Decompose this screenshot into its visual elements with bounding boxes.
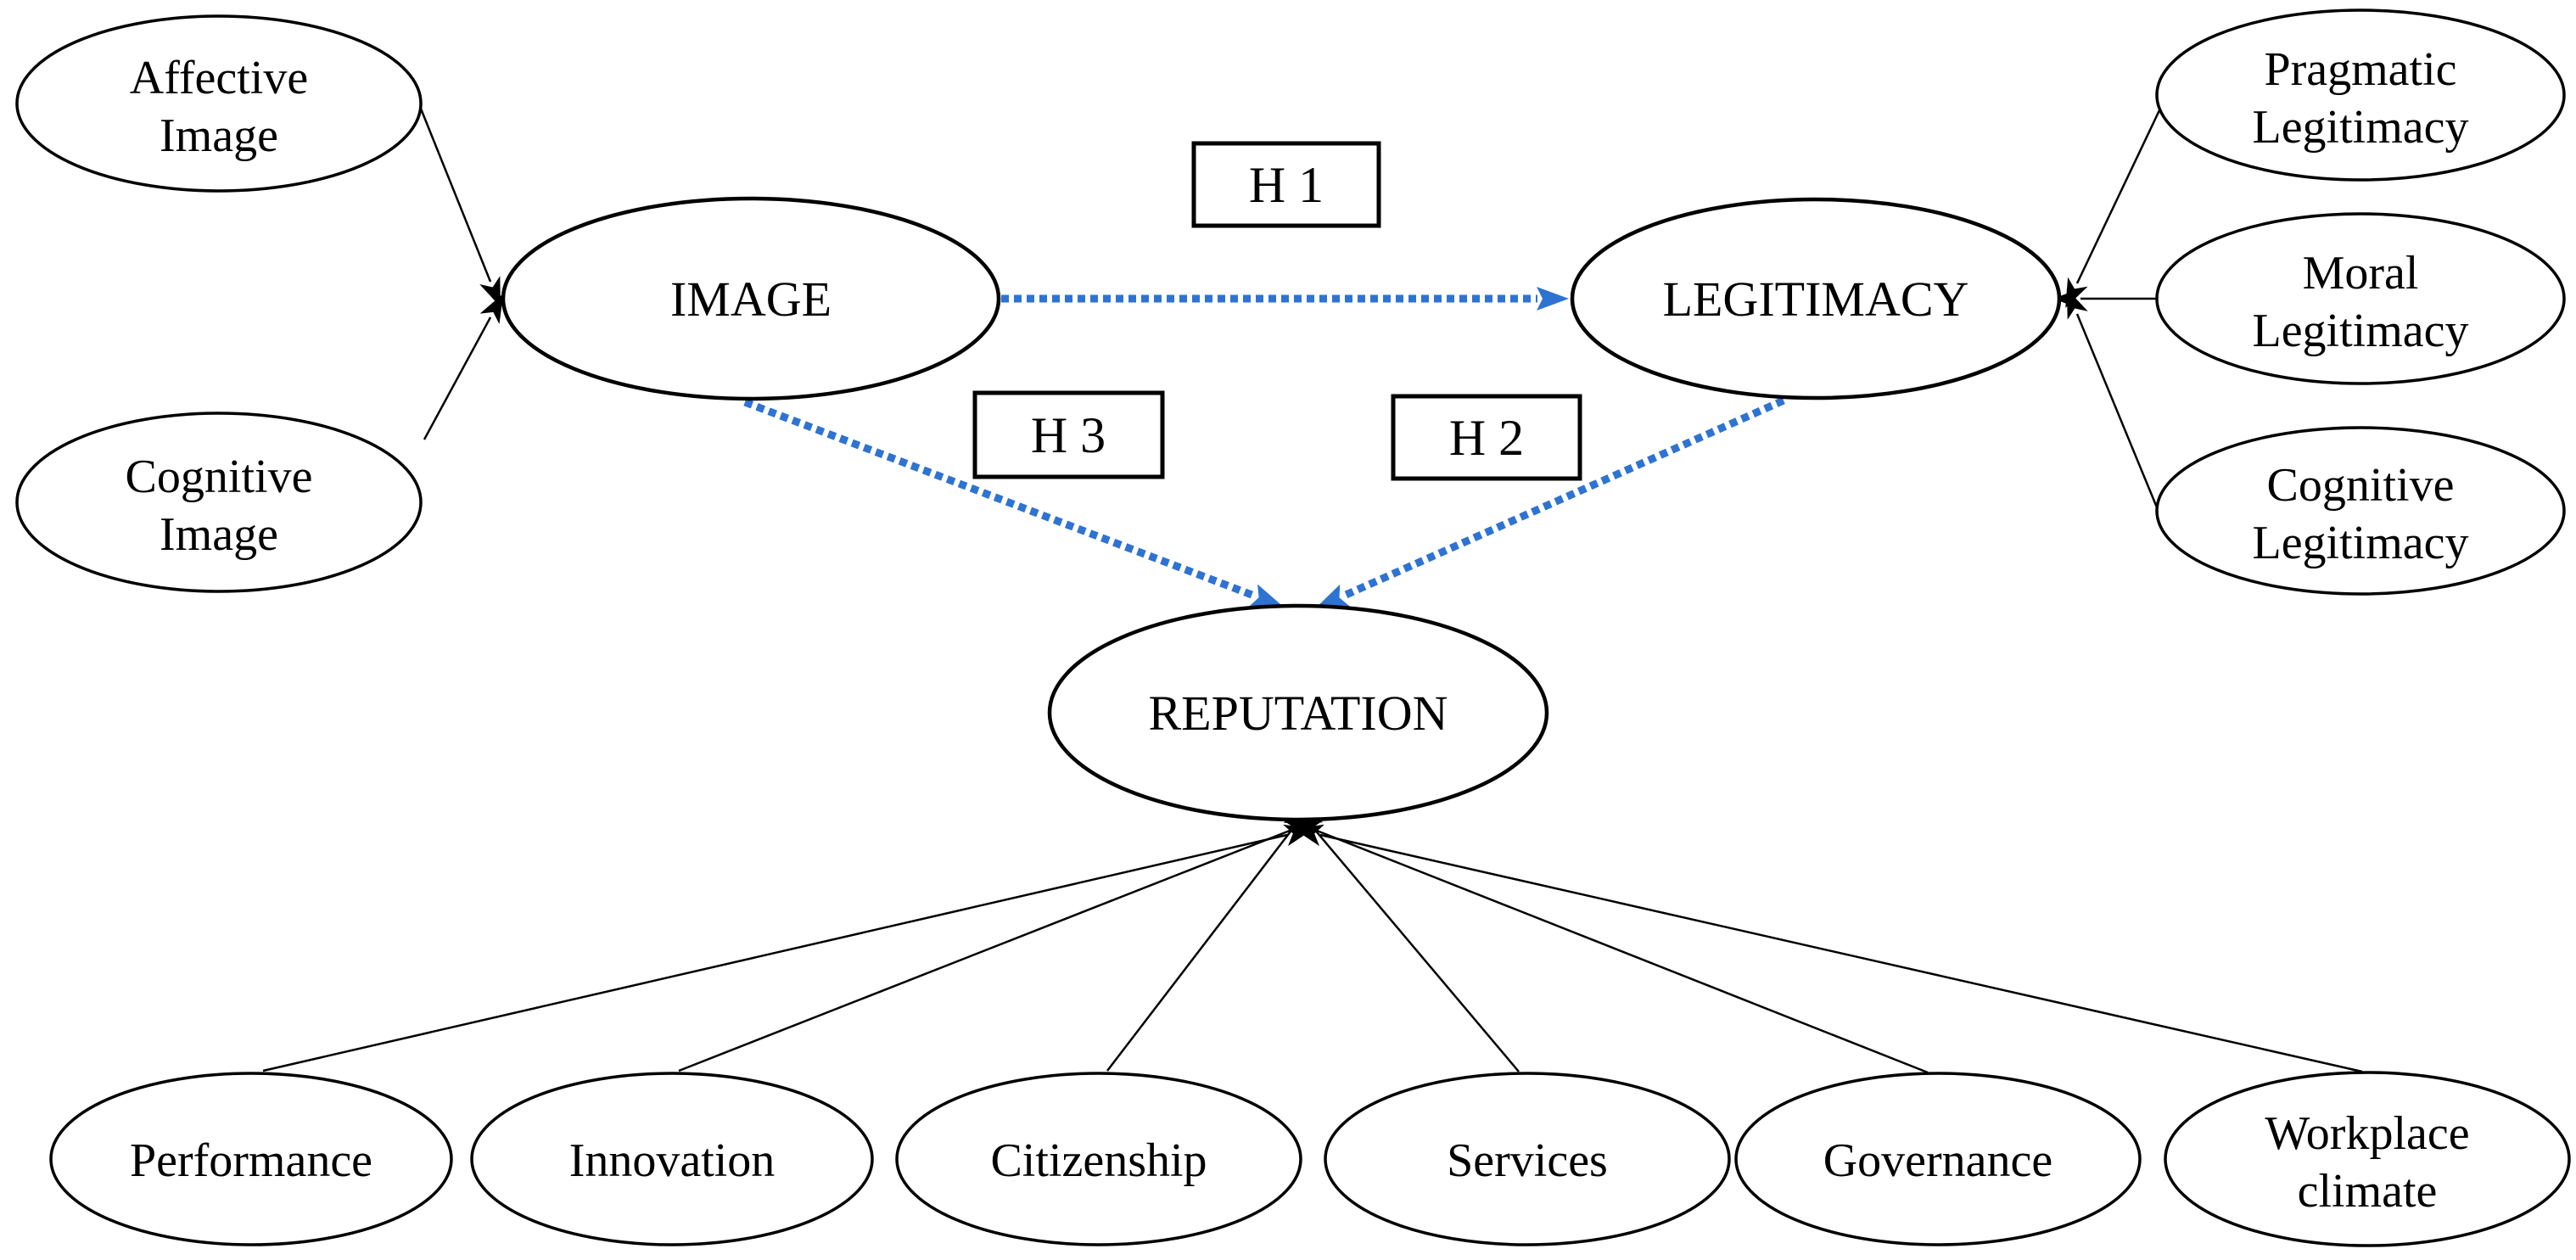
services-label: Services [1447,1134,1608,1187]
node-performance [49,1072,453,1246]
pragmatic-legitimacy-label-line1: Pragmatic [2264,43,2456,96]
edge-performance-to-reputation [262,824,1314,1072]
h2-label: H 2 [1449,410,1524,466]
edge-innovation-to-reputation [678,820,1315,1072]
moral-legitimacy-label-line1: Moral [2303,247,2419,300]
node-legitimacy [1570,197,2062,400]
edge-pragmatic-to-legitimacy [2065,109,2161,308]
workplace-climate-label-line2: climate [2298,1165,2438,1218]
edge-cognitive-legitimacy-to-legitimacy [2066,288,2159,508]
node-services [1324,1072,1731,1246]
h3-box [972,390,1165,479]
performance-label: Performance [130,1134,372,1187]
node-workplace-climate [2164,1071,2571,1247]
moral-legitimacy-label-line2: Legitimacy [2252,305,2468,357]
node-moral-legitimacy [2155,212,2566,385]
h2-arrow-legitimacy-to-reputation [1315,396,1785,609]
edge-affective-image-to-image [419,108,501,307]
workplace-climate-label-line1: Workplace [2265,1107,2469,1160]
cognitive-image-label-line2: Image [160,508,278,561]
node-citizenship [895,1072,1302,1246]
reputation-label: REPUTATION [1148,686,1448,741]
cognitive-legitimacy-label-line2: Legitimacy [2252,517,2468,569]
affective-image-label-line1: Affective [130,52,308,104]
cognitive-image-label-line1: Cognitive [126,451,313,503]
edge-governance-to-reputation [1291,820,1929,1074]
pragmatic-legitimacy-label-line2: Legitimacy [2252,101,2468,154]
hypothesis-arrow-layer [743,287,1785,609]
affective-image-label-line2: Image [160,109,278,162]
h1-label: H 1 [1249,157,1324,213]
node-innovation [470,1072,874,1246]
node-reputation [1047,603,1549,822]
node-pragmatic-legitimacy [2155,8,2566,182]
h2-box [1391,394,1582,481]
governance-label: Governance [1823,1134,2053,1187]
node-cognitive-image [15,412,423,593]
node-affective-image [15,14,423,193]
legitimacy-label: LEGITIMACY [1663,272,1969,327]
black-connector-layer [262,108,2363,1074]
node-layer [15,8,2571,1247]
citizenship-label: Citizenship [990,1134,1207,1187]
edge-citizenship-to-reputation [1106,806,1310,1072]
edge-workplace-climate-to-reputation [1293,824,2363,1073]
cognitive-legitimacy-label-line1: Cognitive [2267,459,2455,512]
node-cognitive-legitimacy [2155,426,2566,596]
node-governance [1734,1072,2142,1246]
h3-label: H 3 [1031,407,1106,463]
hypothesis-box-layer [972,141,1582,481]
edge-services-to-reputation [1296,807,1520,1072]
edge-cognitive-image-to-image [423,293,504,440]
h1-box [1191,141,1381,228]
innovation-label: Innovation [569,1134,776,1187]
h3-arrow-image-to-reputation [743,398,1284,608]
image-label: IMAGE [670,272,832,327]
node-image [501,196,1001,401]
